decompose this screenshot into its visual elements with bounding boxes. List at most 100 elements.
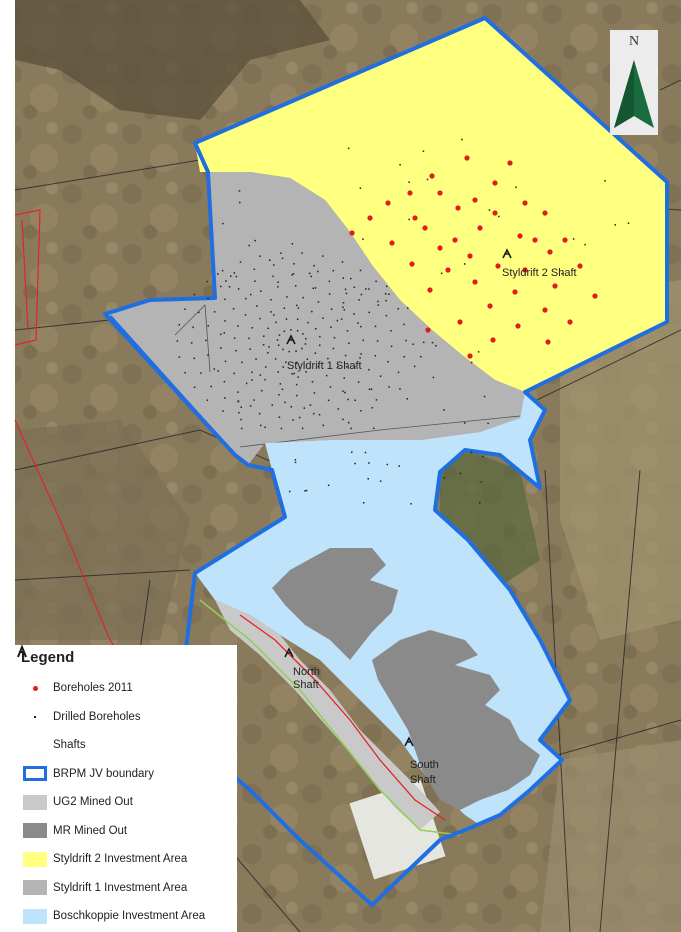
borehole-2011-marker — [532, 237, 538, 243]
drilled-borehole-marker — [470, 361, 473, 364]
drilled-borehole-marker — [362, 238, 364, 240]
borehole-2011-marker — [389, 240, 395, 246]
borehole-2011-marker — [477, 225, 483, 231]
borehole-2011-marker — [445, 267, 451, 273]
drilled-borehole-marker — [370, 388, 373, 391]
drilled-borehole-marker — [312, 287, 315, 290]
drilled-borehole-marker — [386, 463, 389, 466]
drilled-borehole-marker — [385, 299, 387, 302]
drilled-borehole-marker — [309, 404, 312, 406]
drilled-borehole-marker — [224, 320, 226, 322]
drilled-borehole-marker — [273, 314, 275, 316]
drilled-borehole-marker — [314, 352, 317, 354]
drilled-borehole-marker — [614, 224, 616, 226]
borehole-2011-marker — [517, 233, 523, 239]
drilled-borehole-marker — [368, 311, 370, 314]
drilled-borehole-marker — [443, 477, 445, 479]
drilled-borehole-marker — [354, 462, 356, 465]
drilled-borehole-marker — [298, 416, 301, 419]
drilled-borehole-marker — [193, 357, 196, 360]
drilled-borehole-marker — [267, 327, 269, 330]
drilled-borehole-marker — [397, 371, 400, 374]
drilled-borehole-marker — [237, 391, 239, 393]
drilled-borehole-marker — [190, 342, 193, 344]
drilled-borehole-marker — [301, 347, 303, 350]
drilled-borehole-marker — [237, 400, 239, 403]
drilled-borehole-marker — [332, 269, 335, 272]
legend-item-mr-mined-out: MR Mined Out — [21, 817, 231, 846]
drilled-borehole-marker — [239, 261, 242, 263]
borehole-2011-marker — [385, 200, 391, 206]
outcrop-line-green — [199, 599, 461, 836]
drilled-borehole-marker — [345, 292, 348, 295]
drilled-borehole-marker — [280, 427, 283, 430]
drilled-borehole-marker — [207, 354, 209, 356]
drilled-borehole-marker — [487, 422, 489, 425]
drilled-borehole-marker — [280, 252, 282, 254]
drilled-borehole-marker — [341, 261, 344, 263]
drilled-borehole-marker — [403, 355, 406, 358]
drilled-borehole-marker — [314, 287, 317, 289]
drilled-borehole-marker — [440, 272, 443, 275]
drilled-borehole-marker — [345, 366, 348, 368]
drilled-borehole-marker — [353, 286, 356, 289]
borehole-2011-marker — [495, 263, 501, 269]
drilled-borehole-marker — [346, 330, 349, 332]
borehole-2011-marker — [487, 303, 493, 309]
drilled-borehole-marker — [193, 293, 196, 296]
drilled-borehole-marker — [238, 190, 241, 192]
drilled-borehole-marker — [390, 330, 392, 332]
drilled-borehole-marker — [302, 333, 304, 335]
borehole-2011-marker — [490, 337, 496, 343]
drilled-borehole-marker — [379, 480, 382, 482]
drilled-borehole-marker — [235, 349, 237, 352]
drilled-borehole-marker — [267, 352, 269, 354]
drilled-borehole-marker — [413, 365, 416, 368]
north-shaft-label-line1: North — [293, 666, 320, 678]
drilled-borehole-marker — [251, 379, 253, 381]
drilled-borehole-marker — [387, 360, 389, 363]
drilled-boreholes-layer — [176, 138, 630, 505]
drilled-borehole-marker — [351, 451, 353, 454]
borehole-2011-marker — [562, 237, 568, 243]
drilled-borehole-marker — [318, 344, 321, 347]
borehole-2011-marker — [349, 230, 355, 236]
borehole-2011-marker — [472, 197, 478, 203]
drilled-borehole-marker — [217, 370, 219, 372]
headgear-icon — [17, 645, 49, 754]
drilled-borehole-marker — [360, 325, 362, 328]
drilled-borehole-marker — [322, 255, 324, 257]
drilled-borehole-marker — [305, 337, 307, 340]
drilled-borehole-marker — [277, 286, 279, 288]
drilled-borehole-marker — [340, 318, 343, 320]
south-shaft-label-line1: South — [410, 759, 439, 771]
drilled-borehole-marker — [377, 300, 379, 303]
drilled-borehole-marker — [245, 382, 248, 385]
borehole-2011-marker — [437, 245, 443, 251]
styldrift-1-investment-area — [105, 172, 525, 465]
drilled-borehole-marker — [290, 405, 293, 408]
drilled-borehole-marker — [262, 344, 265, 346]
drilled-borehole-marker — [459, 472, 462, 475]
styldrift-2-shaft-label: Styldrift 2 Shaft — [502, 267, 577, 279]
drilled-borehole-marker — [302, 296, 304, 299]
drilled-borehole-marker — [368, 388, 371, 390]
drilled-borehole-marker — [330, 308, 333, 310]
drilled-borehole-marker — [482, 455, 484, 458]
drilled-borehole-marker — [293, 263, 295, 265]
drilled-borehole-marker — [311, 381, 314, 383]
drilled-borehole-marker — [296, 361, 298, 364]
drilled-borehole-marker — [264, 378, 266, 381]
drilled-borehole-marker — [223, 380, 226, 383]
drilled-borehole-marker — [311, 310, 313, 313]
borehole-2011-marker — [409, 261, 415, 267]
drilled-borehole-marker — [488, 209, 491, 211]
drilled-borehole-marker — [347, 398, 349, 401]
drilled-borehole-marker — [224, 360, 227, 363]
headgear-icon — [286, 334, 296, 345]
drilled-borehole-marker — [390, 345, 393, 348]
drilled-borehole-marker — [278, 416, 281, 418]
drilled-borehole-marker — [283, 330, 286, 333]
drilled-borehole-marker — [288, 490, 291, 493]
drilled-borehole-marker — [253, 268, 256, 271]
